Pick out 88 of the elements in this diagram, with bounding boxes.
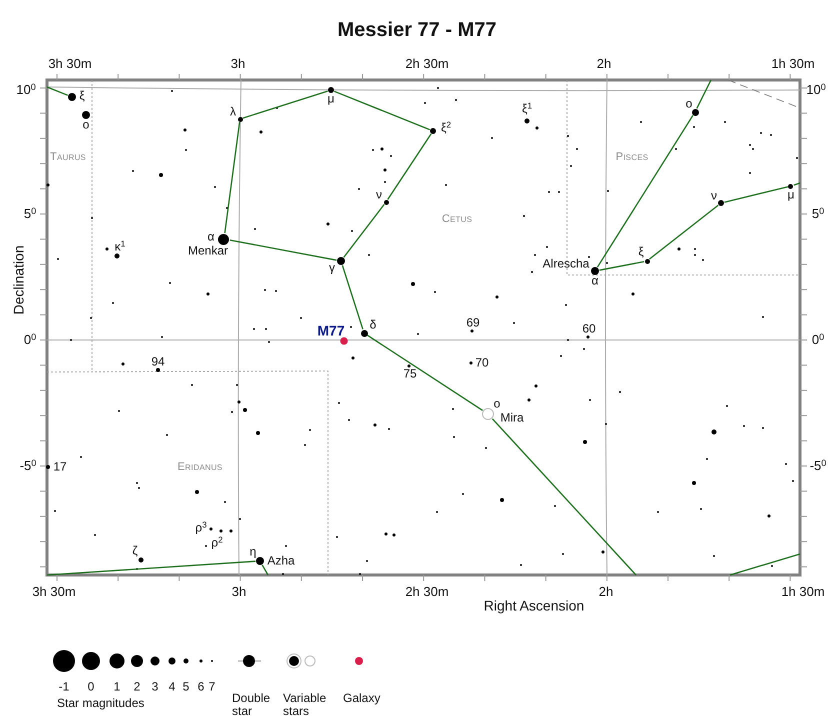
star-label: μ xyxy=(328,92,334,106)
star-label: γ xyxy=(329,261,335,275)
star-label: δ xyxy=(370,318,376,332)
constellation-line xyxy=(387,134,432,200)
magnitude-value: 2 xyxy=(134,680,140,694)
constellation-line xyxy=(492,418,636,576)
axis-tick-label: 1h 30m xyxy=(771,56,815,72)
chart-title: Messier 77 - M77 xyxy=(338,19,496,41)
constellation-line xyxy=(262,564,269,576)
constellation-line xyxy=(599,260,644,271)
constellation-line xyxy=(596,115,694,268)
axis-tick-label: 10$^{0}$ xyxy=(806,82,826,98)
axis-tick-label: 5$^{0}$ xyxy=(812,206,824,222)
axis-tick-label: 3h xyxy=(230,56,246,72)
star-label: 69 xyxy=(466,316,480,330)
star-label: Alrescha xyxy=(542,257,590,271)
star-label: κ$^{1}$ xyxy=(114,240,126,254)
star-label: 70 xyxy=(475,356,489,370)
star-label: ξ$^{2}$ xyxy=(440,121,452,135)
constellation-name: Eridanus xyxy=(178,460,222,474)
magnitude-value: 4 xyxy=(168,680,176,694)
axis-tick-label: 10$^{0}$ xyxy=(16,82,36,98)
star-label: ο xyxy=(82,118,90,132)
axis-title: Declination xyxy=(11,245,27,315)
magnitude-value: -1 xyxy=(58,680,70,694)
star-label: ν xyxy=(376,188,382,202)
star-label: ξ$^{1}$ xyxy=(522,102,532,116)
star-label: 60 xyxy=(582,322,596,336)
axis-tick-label: 2h xyxy=(596,56,612,72)
constellation-line xyxy=(794,182,800,186)
star-label: 94 xyxy=(151,355,165,369)
star-label: Azha xyxy=(267,554,295,568)
axis-tick-label: 3h 30m xyxy=(32,584,76,600)
constellation-name: Taurus xyxy=(50,150,86,164)
legend-label: Star magnitudes xyxy=(57,697,144,710)
star-label: ν xyxy=(711,189,717,203)
constellation-line xyxy=(230,239,337,261)
star-label: ξ xyxy=(79,89,85,103)
star-label: μ xyxy=(788,188,794,202)
constellation-line xyxy=(334,90,430,130)
axis-tick-label: -5$^{0}$ xyxy=(810,458,826,474)
constellation-line xyxy=(242,90,328,119)
magnitude-value: 5 xyxy=(182,680,190,694)
constellation-name: Cetus xyxy=(442,212,472,226)
axis-tick-label: 0$^{0}$ xyxy=(24,332,36,348)
constellation-line xyxy=(343,204,385,258)
magnitude-value: 6 xyxy=(198,680,204,694)
star-label: 17 xyxy=(53,460,67,474)
star-label: λ xyxy=(230,105,236,119)
star-label: 75 xyxy=(403,367,417,381)
axis-tick-label: 2h 30m xyxy=(405,56,449,72)
legend-label: Double star xyxy=(232,692,272,718)
axis-tick-label: 1h 30m xyxy=(781,584,825,600)
constellation-line xyxy=(649,204,719,260)
constellation-line xyxy=(224,122,240,234)
axis-tick-label: -5$^{0}$ xyxy=(20,458,36,474)
axis-tick-label: 3h xyxy=(232,584,246,600)
magnitude-value: 1 xyxy=(114,680,120,694)
constellation-line xyxy=(366,334,483,411)
star-label: ο xyxy=(494,397,500,411)
star-label: α xyxy=(592,274,598,288)
magnitude-value: 7 xyxy=(208,680,216,694)
star-label: η xyxy=(250,545,256,559)
star-label: ζ xyxy=(132,544,138,558)
magnitude-value: 3 xyxy=(152,680,158,694)
axis-tick-label: 2h 30m xyxy=(405,584,449,600)
axis-tick-label: 5$^{0}$ xyxy=(24,206,36,222)
constellation-line xyxy=(724,186,788,203)
constellation-line xyxy=(342,265,364,330)
legend-label: Galaxy xyxy=(343,692,380,706)
constellation-name: Pisces xyxy=(616,150,648,164)
star-label: ο xyxy=(686,97,692,111)
star-label: Mira xyxy=(500,411,524,425)
constellation-line xyxy=(46,86,68,96)
star-label: ρ$^{2}$ xyxy=(211,536,223,550)
axis-tick-label: 3h 30m xyxy=(48,56,92,72)
legend-label: Variable stars xyxy=(283,692,328,718)
star-label: Menkar xyxy=(188,244,228,258)
axis-title: Right Ascension xyxy=(484,598,584,614)
star-label: ρ$^{3}$ xyxy=(195,521,207,535)
axis-tick-label: 0$^{0}$ xyxy=(812,332,824,348)
magnitude-value: 0 xyxy=(88,680,94,694)
constellation-line xyxy=(46,560,256,576)
star-label: α xyxy=(208,230,214,244)
star-label: ξ xyxy=(638,245,644,259)
axis-tick-label: 2h xyxy=(598,584,614,600)
object-label: M77 xyxy=(317,323,345,339)
constellation-line xyxy=(696,80,712,109)
